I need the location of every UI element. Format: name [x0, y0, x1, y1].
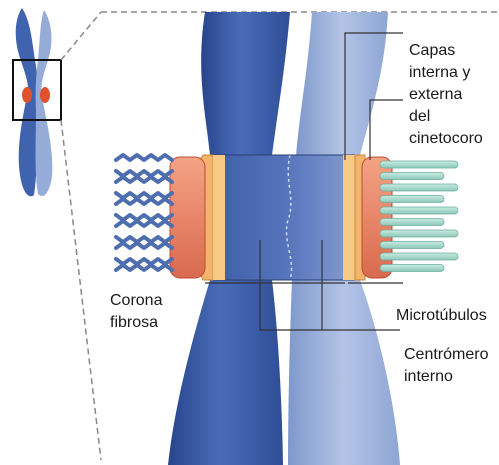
- label-centromero-interno: Centrómero interno: [404, 344, 488, 388]
- microtubule: [380, 161, 458, 168]
- chromosome-thumbnail: [13, 8, 61, 196]
- corona-strand: [116, 237, 172, 242]
- corona-strand: [116, 199, 172, 204]
- label-corona-line: fibrosa: [110, 312, 162, 334]
- label-capas-line: interna y: [409, 62, 483, 84]
- label-capas-line: del: [409, 106, 483, 128]
- corona-strand: [116, 215, 172, 220]
- centromere-band: [205, 155, 363, 280]
- label-capas-cinetocoro: Capas interna y externa del cinetocoro: [409, 40, 483, 150]
- microtubule: [380, 265, 444, 272]
- corona-strand: [116, 171, 172, 176]
- microtubule: [380, 219, 444, 226]
- corona-strand: [116, 177, 172, 182]
- label-centromero-line: Centrómero: [404, 344, 488, 366]
- microtubule: [380, 230, 458, 237]
- label-centromero-line: interno: [404, 366, 488, 388]
- corona-strand: [116, 265, 172, 270]
- label-corona-line: Corona: [110, 290, 162, 312]
- centromere-dot-right: [40, 87, 50, 103]
- label-capas-line: cinetocoro: [409, 128, 483, 150]
- microtubule: [380, 184, 458, 191]
- label-capas-line: externa: [409, 84, 483, 106]
- label-corona-fibrosa: Corona fibrosa: [110, 290, 162, 334]
- microtubule: [380, 173, 444, 180]
- kinetochore-left: [170, 155, 225, 280]
- centromere-dot-left: [22, 87, 32, 103]
- corona-strand: [116, 243, 172, 248]
- corona-fibrosa: [116, 155, 172, 270]
- corona-strand: [116, 193, 172, 198]
- microtubule: [380, 253, 458, 260]
- microtubule: [380, 196, 444, 203]
- label-microtubulos: Microtúbulos: [396, 306, 487, 326]
- corona-strand: [116, 221, 172, 226]
- corona-strand: [116, 155, 172, 160]
- label-capas-line: Capas: [409, 40, 483, 62]
- corona-strand: [116, 259, 172, 264]
- microtubule: [380, 242, 444, 249]
- microtubule: [380, 207, 458, 214]
